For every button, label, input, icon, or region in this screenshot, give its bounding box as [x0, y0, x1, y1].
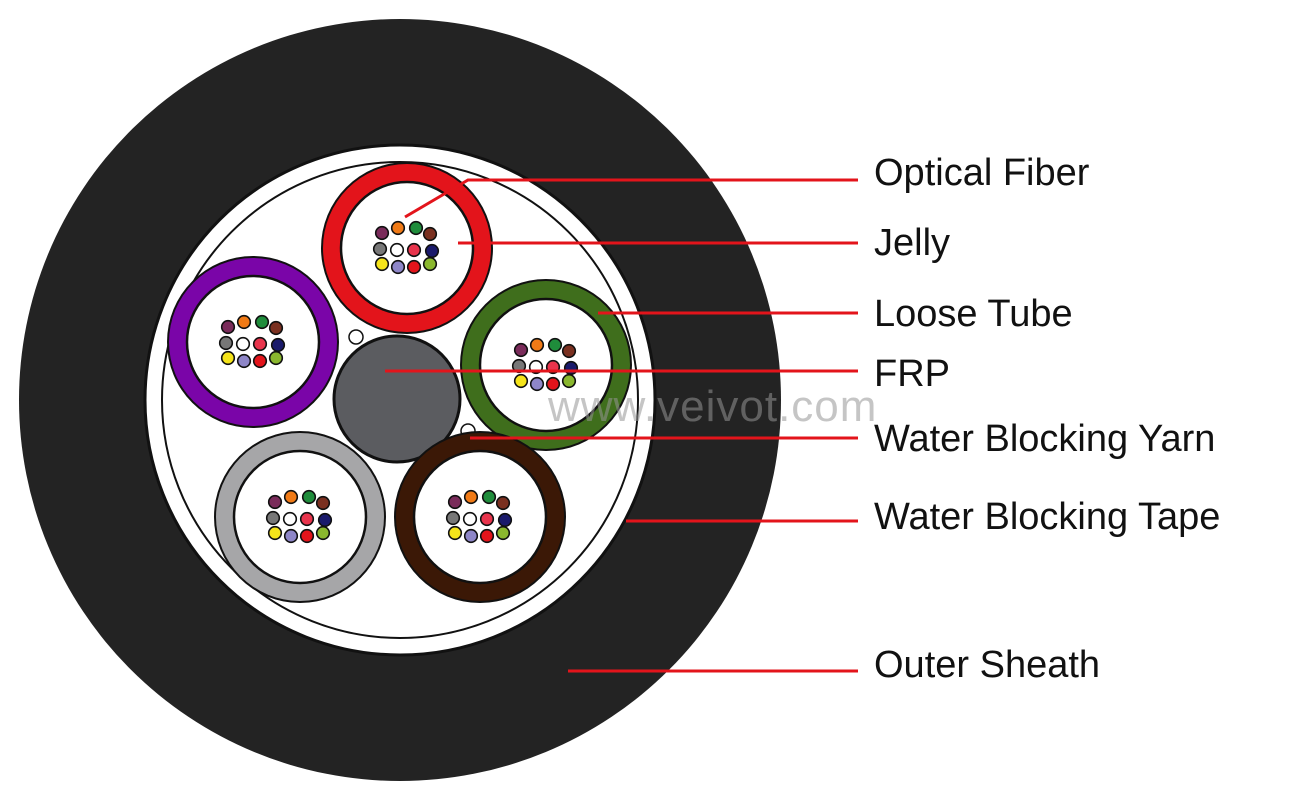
optical-fiber	[463, 489, 479, 505]
jelly-area	[478, 297, 614, 433]
optical-fiber	[315, 495, 331, 511]
optical-fiber	[220, 319, 236, 335]
optical-fiber	[220, 350, 236, 366]
label-water-blocking-yarn: Water Blocking Yarn	[874, 418, 1216, 460]
optical-fiber	[495, 525, 511, 541]
optical-fiber	[283, 528, 299, 544]
optical-fiber	[561, 373, 577, 389]
optical-fiber	[282, 511, 298, 527]
optical-fiber	[317, 512, 333, 528]
optical-fiber	[561, 343, 577, 359]
optical-fiber	[390, 259, 406, 275]
optical-fiber	[529, 376, 545, 392]
optical-fiber	[463, 528, 479, 544]
label-jelly: Jelly	[874, 222, 951, 264]
jelly-area	[185, 274, 321, 410]
jelly-area	[412, 449, 548, 585]
optical-fiber	[254, 314, 270, 330]
optical-fiber	[495, 495, 511, 511]
leader-optical-fiber	[404, 178, 858, 219]
watermark: www.veivot.com	[548, 382, 878, 431]
optical-fiber	[447, 494, 463, 510]
optical-fiber	[267, 494, 283, 510]
optical-fiber	[267, 525, 283, 541]
optical-fiber	[497, 512, 513, 528]
optical-fiber	[236, 314, 252, 330]
optical-fiber	[462, 511, 478, 527]
optical-fiber	[301, 489, 317, 505]
optical-fiber	[236, 353, 252, 369]
label-water-blocking-tape: Water Blocking Tape	[874, 496, 1221, 538]
optical-fiber	[268, 350, 284, 366]
optical-fiber	[422, 226, 438, 242]
optical-fiber	[513, 373, 529, 389]
optical-fiber	[252, 353, 268, 369]
optical-fiber	[424, 243, 440, 259]
optical-fiber	[299, 528, 315, 544]
jelly-area	[339, 180, 475, 316]
optical-fiber	[268, 320, 284, 336]
optical-fiber	[374, 225, 390, 241]
optical-fiber	[389, 242, 405, 258]
optical-fiber	[547, 337, 563, 353]
optical-fiber	[479, 528, 495, 544]
label-loose-tube: Loose Tube	[874, 293, 1073, 335]
jelly-area	[232, 449, 368, 585]
label-outer-sheath: Outer Sheath	[874, 644, 1101, 686]
optical-fiber	[445, 510, 461, 526]
optical-fiber	[252, 336, 268, 352]
optical-fiber	[390, 220, 406, 236]
frp	[332, 334, 462, 464]
optical-fiber	[270, 337, 286, 353]
optical-fiber	[513, 342, 529, 358]
optical-fiber	[315, 525, 331, 541]
optical-fiber	[374, 256, 390, 272]
optical-fiber	[235, 336, 251, 352]
optical-fiber	[406, 242, 422, 258]
optical-fiber	[545, 376, 561, 392]
optical-fiber	[447, 525, 463, 541]
optical-fiber	[479, 511, 495, 527]
optical-fiber	[406, 259, 422, 275]
optical-fiber	[422, 256, 438, 272]
optical-fiber	[283, 489, 299, 505]
label-optical-fiber: Optical Fiber	[874, 152, 1090, 194]
leader-lines	[385, 178, 858, 673]
optical-fiber	[265, 510, 281, 526]
optical-fiber	[408, 220, 424, 236]
optical-fiber	[529, 337, 545, 353]
label-frp: FRP	[874, 353, 950, 395]
water-blocking-yarn	[348, 329, 364, 345]
optical-fiber	[372, 241, 388, 257]
optical-fiber	[218, 335, 234, 351]
optical-fiber	[299, 511, 315, 527]
optical-fiber	[481, 489, 497, 505]
loose-tubes	[167, 162, 632, 603]
